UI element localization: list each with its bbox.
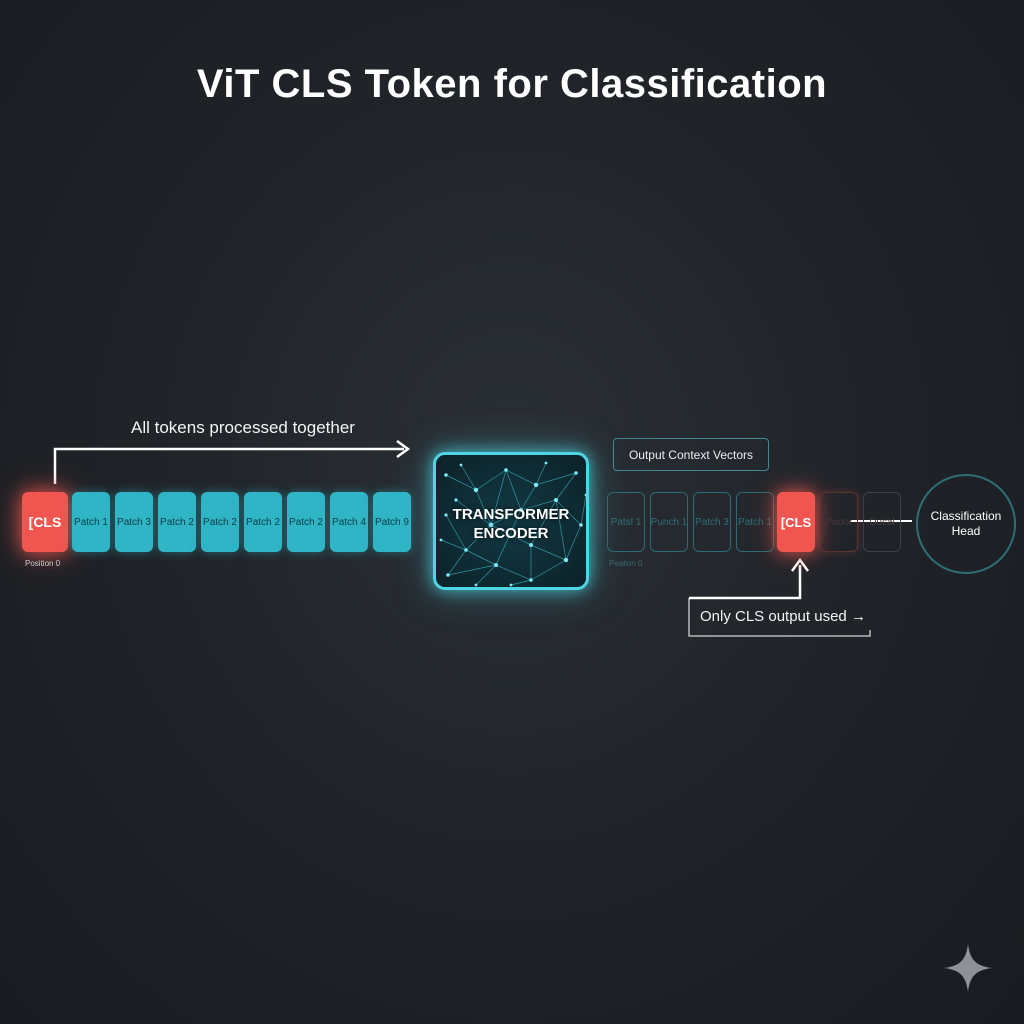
encoder-label-line1: TRANSFORMER [452,506,570,523]
encoder-network-graphic [439,461,586,587]
output-patch-token: Pooor [820,492,858,552]
input-arrow-line [53,447,404,484]
output-cls-token: [CLS [777,492,815,552]
classification-head-node: Classification Head [916,474,1016,574]
arrow-right-icon: → [850,608,866,625]
callout-box-outline [688,598,871,637]
input-patch-token: Patch 1 [72,492,110,552]
input-arrow-head [396,439,411,459]
classification-head-line2: Head [951,524,981,538]
callout-arrow-line [689,565,802,600]
encoder-label: TRANSFORMER ENCODER [436,505,586,543]
input-patch-token: Patch 2 [287,492,325,552]
encoder-label-line2: ENCODER [473,525,549,542]
input-arrow-label: All tokens processed together [131,418,355,437]
output-patch-token: Punch 1 [650,492,688,552]
input-position-label: Position 0 [25,559,61,568]
callout-arrow-head [790,557,810,572]
input-cls-token: [CLS [22,492,68,552]
input-patch-token: Patch 9 [373,492,411,552]
input-patch-token: Patch 2 [244,492,282,552]
sparkle-icon [944,944,992,992]
input-patch-token: Patch 4 [330,492,368,552]
output-patch-token: Ducal [863,492,901,552]
output-position-label: Pealion 0 [609,559,643,568]
input-patch-token: Patch 2 [158,492,196,552]
output-context-vectors-label: Output Context Vectors [613,438,769,471]
input-patch-token: Patch 3 [115,492,153,552]
cls-output-callout: Only CLS output used → [700,608,866,625]
output-patch-token: Patsl 1 [607,492,645,552]
transformer-encoder-block: TRANSFORMER ENCODER [433,452,589,590]
input-patch-token: Patch 2 [201,492,239,552]
classification-head-line1: Classification [930,509,1002,523]
output-patch-token: Patch 1 [736,492,774,552]
page-title: ViT CLS Token for Classification [196,62,828,106]
callout-text: Only CLS output used [700,608,847,625]
output-patch-token: Patch 3 [693,492,731,552]
